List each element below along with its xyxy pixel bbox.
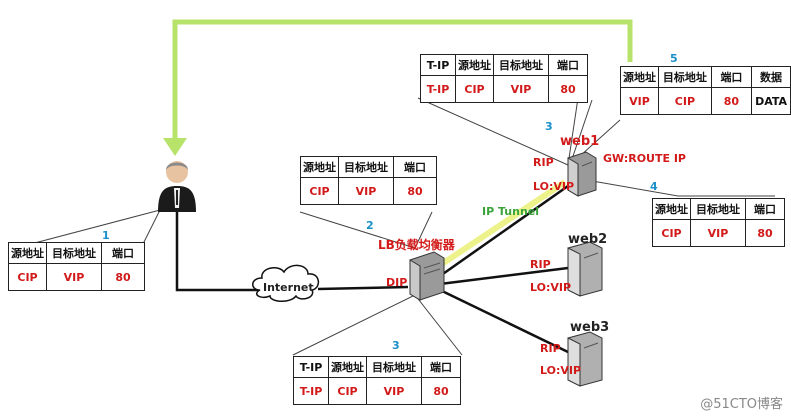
table-header: T-IP — [420, 54, 456, 76]
table-cell: T-IP — [293, 377, 329, 405]
table-header: 目标地址 — [658, 66, 712, 88]
table-cell: VIP — [46, 263, 102, 291]
web2-server-icon — [567, 241, 603, 297]
table3a-number: 3 — [545, 120, 553, 133]
lb-label: LB负载均衡器 — [378, 238, 455, 252]
table-cell: VIP — [366, 377, 422, 405]
table-cell: VIP — [338, 177, 394, 205]
table-header: 源地址 — [652, 198, 691, 220]
table-header: 端口 — [745, 198, 785, 220]
table-cell: CIP — [300, 177, 339, 205]
table-header: 目标地址 — [493, 54, 549, 76]
table-cell: DATA — [751, 87, 791, 115]
internet-cloud-icon — [252, 264, 320, 302]
internet-label: Internet — [263, 281, 314, 294]
table-header: 端口 — [710, 66, 753, 88]
table-header: 目标地址 — [690, 198, 746, 220]
table-header: 目标地址 — [46, 242, 102, 264]
table-cell: 80 — [710, 87, 753, 115]
table-cell: CIP — [8, 263, 47, 291]
table-header: 端口 — [421, 356, 461, 378]
web2-lo-label: LO:VIP — [530, 281, 572, 294]
table-cell: VIP — [690, 219, 746, 247]
table-header: 源地址 — [8, 242, 47, 264]
table4-number: 4 — [650, 180, 658, 193]
table-cell: CIP — [658, 87, 712, 115]
tunnel-lb-web1 — [434, 179, 567, 271]
table3b-number: 3 — [392, 339, 400, 352]
user-icon — [158, 161, 196, 212]
table-header: 端口 — [393, 156, 437, 178]
web3-server-icon — [567, 331, 603, 387]
link-lb-web1 — [439, 184, 569, 278]
web3-lo-label: LO:VIP — [540, 364, 582, 377]
table-cell: VIP — [620, 87, 659, 115]
link-user-internet — [175, 212, 258, 292]
table-header: 目标地址 — [366, 356, 422, 378]
return-path-arrow — [172, 19, 633, 150]
gateway-label: GW:ROUTE IP — [603, 152, 686, 165]
web1-rip-label: RIP — [533, 156, 554, 169]
table1-number: 1 — [102, 229, 110, 242]
table-header: 端口 — [548, 54, 588, 76]
web1-lo-label: LO:VIP — [533, 180, 575, 193]
link-lb-web2 — [439, 266, 569, 286]
table-cell: 80 — [745, 219, 785, 247]
table-header: 源地址 — [620, 66, 659, 88]
watermark: @51CTO博客 — [700, 397, 783, 412]
table-header: 数据 — [751, 66, 791, 88]
link-internet-lb — [317, 285, 409, 291]
table5-number: 5 — [670, 52, 678, 65]
table-header: 源地址 — [455, 54, 494, 76]
table-cell: CIP — [328, 377, 367, 405]
table-cell: 80 — [393, 177, 437, 205]
table-cell: T-IP — [420, 75, 456, 103]
table-cell: CIP — [455, 75, 494, 103]
ip-tunnel-label: IP Tunnel — [482, 205, 540, 218]
web2-label: web2 — [568, 232, 608, 247]
lb-server-icon — [409, 251, 445, 301]
table2-number: 2 — [366, 219, 374, 232]
table-header: 端口 — [101, 242, 145, 264]
table-header: 源地址 — [300, 156, 339, 178]
web3-label: web3 — [570, 320, 610, 335]
dip-label: DIP — [386, 276, 408, 289]
table-header: T-IP — [293, 356, 329, 378]
web1-label: web1 — [560, 134, 600, 149]
table-cell: 80 — [101, 263, 145, 291]
table-cell: 80 — [548, 75, 588, 103]
return-arrow-head — [163, 138, 187, 156]
link-lb-web3 — [439, 288, 569, 354]
web2-rip-label: RIP — [530, 258, 551, 271]
table-cell: 80 — [421, 377, 461, 405]
table-cell: VIP — [493, 75, 549, 103]
table-header: 目标地址 — [338, 156, 394, 178]
web3-rip-label: RIP — [540, 342, 561, 355]
table-header: 源地址 — [328, 356, 367, 378]
table-cell: CIP — [652, 219, 691, 247]
web1-server-icon — [567, 151, 597, 197]
